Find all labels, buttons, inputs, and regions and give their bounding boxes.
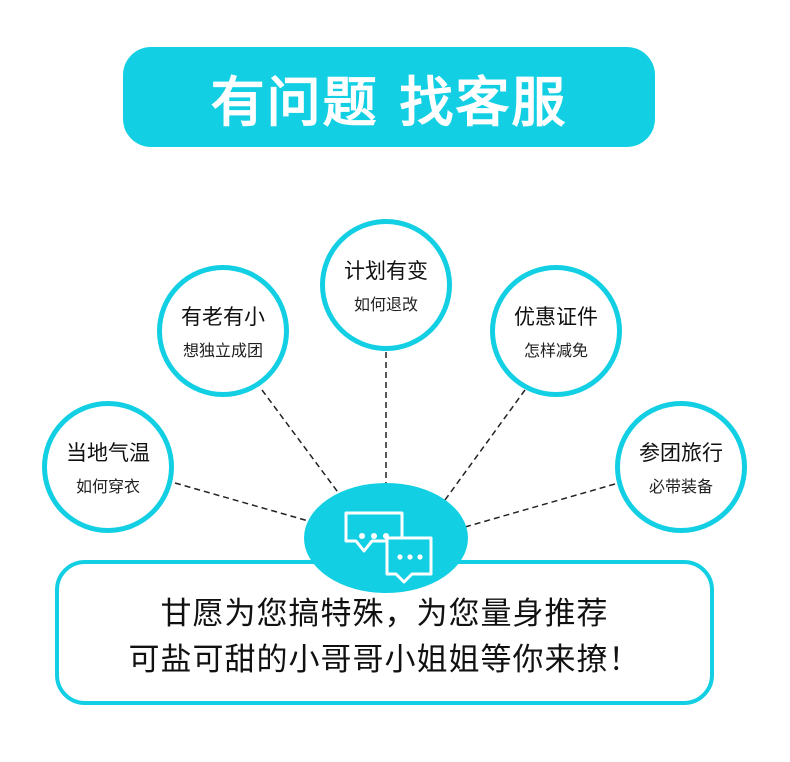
- topic-circle-gear[interactable]: 参团旅行必带装备: [615, 401, 747, 533]
- chat-bubble-badge[interactable]: [304, 483, 468, 593]
- message-line-1: 甘愿为您搞特殊，为您量身推荐: [160, 595, 609, 632]
- topic-subtitle: 想独立成团: [182, 341, 263, 360]
- topic-title: 计划有变: [344, 259, 428, 283]
- connector-line: [261, 389, 341, 496]
- topic-title: 优惠证件: [514, 305, 598, 329]
- topic-subtitle: 怎样减免: [523, 341, 588, 360]
- header-title: 有问题 找客服: [210, 70, 568, 134]
- connector-line: [444, 389, 526, 501]
- topic-subtitle: 必带装备: [648, 477, 713, 496]
- topic-title: 有老有小: [181, 305, 265, 329]
- topic-title: 当地气温: [66, 441, 150, 465]
- topic-subtitle: 如何退改: [353, 295, 418, 314]
- topic-title: 参团旅行: [639, 441, 723, 465]
- header-banner: 有问题 找客服: [123, 47, 655, 147]
- topic-subtitle: 如何穿衣: [75, 477, 140, 496]
- topic-circle-weather[interactable]: 当地气温如何穿衣: [42, 401, 174, 533]
- connector-line: [464, 483, 616, 528]
- message-line-2: 可盐可甜的小哥哥小姐姐等你来撩！: [128, 641, 641, 678]
- connector-line: [174, 482, 313, 523]
- topic-circle-discounts[interactable]: 优惠证件怎样减免: [490, 265, 622, 397]
- topic-circle-family[interactable]: 有老有小想独立成团: [157, 265, 289, 397]
- chat-bubbles-icon: [344, 511, 433, 584]
- topic-circle-changes[interactable]: 计划有变如何退改: [320, 219, 452, 351]
